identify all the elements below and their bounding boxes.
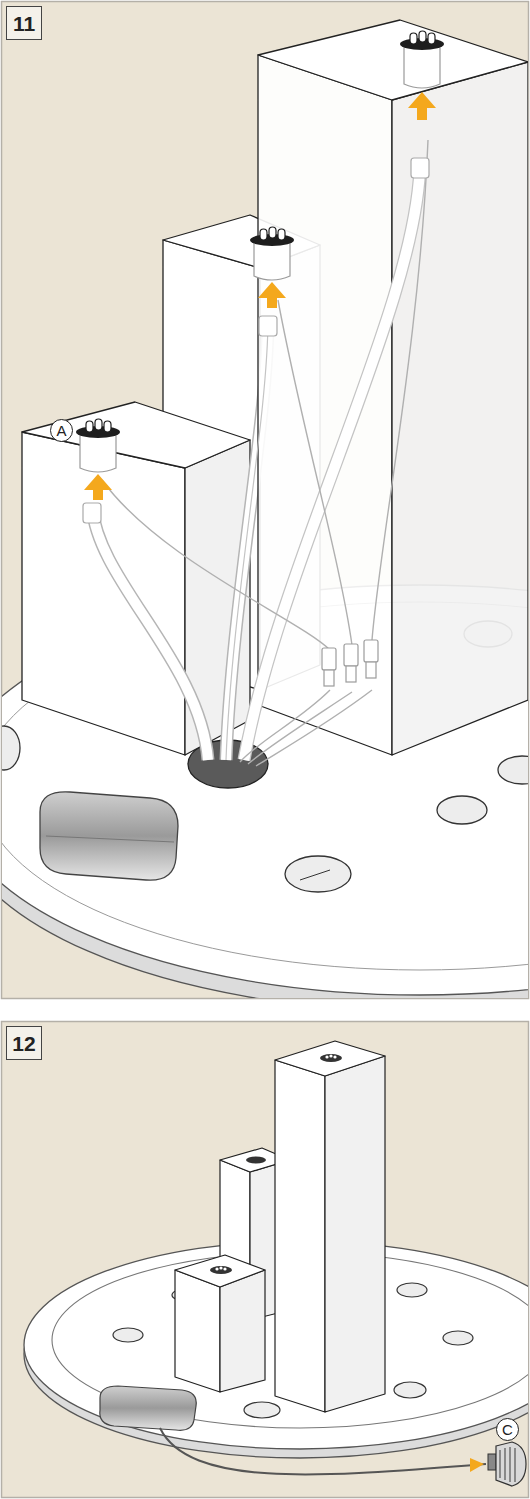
insert-arrow	[470, 1458, 484, 1472]
hole-detail	[300, 870, 330, 880]
power-cable	[160, 1428, 486, 1474]
wire-connectors	[322, 640, 378, 686]
step-number: 12	[6, 1026, 42, 1060]
led-lamps	[210, 1054, 342, 1274]
battery-pad	[100, 1386, 196, 1430]
wires	[102, 140, 428, 766]
callout-letter: A	[50, 419, 73, 442]
node-text: 12	[12, 1033, 35, 1054]
led-lamps	[76, 31, 444, 438]
small-block	[22, 402, 250, 755]
insert-arrows	[84, 92, 436, 500]
callout-letter: C	[496, 1418, 519, 1441]
node-text: A	[56, 423, 66, 438]
tube-collars	[83, 158, 429, 523]
pad-line	[46, 836, 174, 842]
node-text: 11	[13, 13, 35, 34]
step-number: 11	[6, 6, 42, 40]
step-11-art	[2, 20, 528, 998]
tall-block	[275, 1041, 385, 1412]
step-12-art	[24, 1041, 528, 1486]
ghost-tubes	[226, 160, 420, 760]
light-tubes	[92, 318, 268, 760]
power-plug	[488, 1442, 526, 1486]
small-block	[175, 1255, 265, 1392]
lamp-housings	[80, 44, 440, 472]
battery-pad	[40, 792, 178, 880]
tall-block	[258, 20, 528, 755]
node-text: C	[502, 1422, 513, 1437]
